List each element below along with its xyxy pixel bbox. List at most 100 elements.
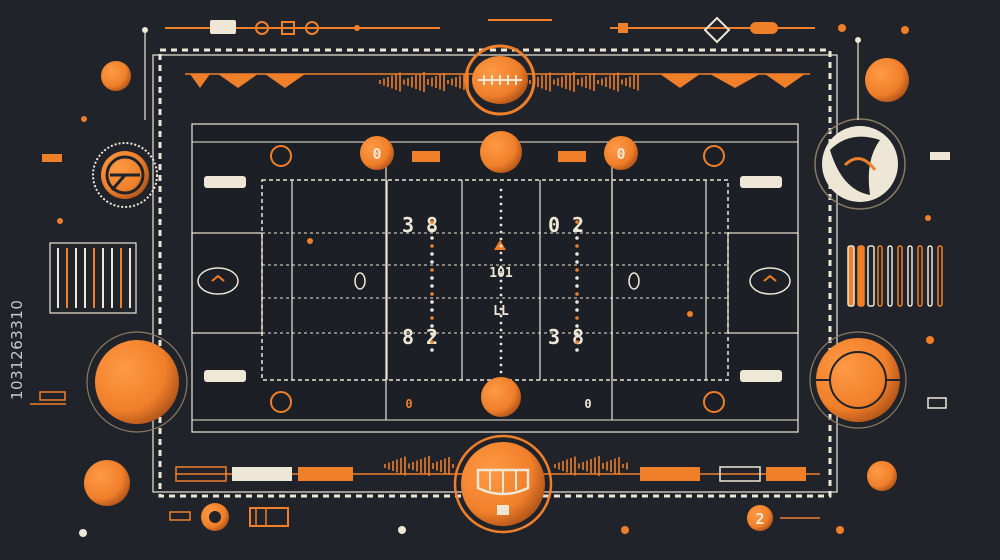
field-dot: [430, 348, 434, 352]
field-dot: [499, 258, 503, 262]
field-dot: [430, 228, 434, 232]
bar: [927, 245, 933, 307]
field-dot: [499, 251, 503, 255]
field-dot: [430, 276, 434, 280]
field-dot: [430, 260, 434, 264]
field-dot: [430, 332, 434, 336]
badge-right: 0: [604, 136, 638, 170]
badge-lower-right: 2: [755, 510, 764, 528]
field-dot: [499, 195, 503, 199]
score-left-top: 3 8: [402, 213, 438, 237]
field-dot: [575, 332, 579, 336]
score-center-bottom: LL: [493, 304, 509, 319]
helmet-icon: [814, 118, 906, 210]
bar: [857, 245, 865, 307]
scoreboard-icon: [809, 331, 907, 429]
bar: [867, 245, 875, 307]
field-dot: [575, 268, 579, 272]
bar: [897, 245, 903, 307]
field-dot: [575, 220, 579, 224]
field-dot: [430, 316, 434, 320]
field-dot: [499, 293, 503, 297]
field-dot: [499, 265, 503, 269]
field-dot: [499, 363, 503, 367]
field-dot: [499, 335, 503, 339]
bar: [907, 245, 913, 307]
badge-left: 0: [360, 136, 394, 170]
field-dot: [430, 324, 434, 328]
field-dot: [499, 286, 503, 290]
field-dot: [430, 236, 434, 240]
dot-columns: [430, 188, 579, 374]
watermark-id: 1031263310: [8, 299, 26, 400]
field-dot: [499, 188, 503, 192]
orange-orb: [865, 58, 909, 102]
field-dot: [499, 321, 503, 325]
field-dot: [499, 307, 503, 311]
field-dot: [575, 300, 579, 304]
orange-orb: [84, 460, 130, 506]
field-dot: [575, 252, 579, 256]
badge-bottom-left: 0: [405, 397, 412, 411]
field-dot: [499, 223, 503, 227]
field-dot: [499, 300, 503, 304]
field-dot: [575, 340, 579, 344]
field-dot: [499, 272, 503, 276]
field-dot: [430, 284, 434, 288]
badge-right-value: 0: [616, 145, 625, 163]
field-dot: [499, 216, 503, 220]
field-dot: [575, 228, 579, 232]
bar: [847, 245, 855, 307]
field-dot: [575, 236, 579, 240]
yard-lines: [262, 160, 728, 420]
field-dot: [575, 244, 579, 248]
field-dot: [499, 202, 503, 206]
orange-orb: [95, 340, 179, 424]
field-dot: [499, 356, 503, 360]
field-dot: [499, 209, 503, 213]
field-dot: [499, 349, 503, 353]
score-right-top: 0 2: [548, 213, 584, 237]
bar: [887, 245, 893, 307]
field-dot: [575, 292, 579, 296]
right-misc: [855, 26, 950, 491]
field-dot: [499, 244, 503, 248]
field-dot: [575, 308, 579, 312]
field-dot: [575, 316, 579, 320]
orange-orb: [101, 61, 131, 91]
badge-left-value: 0: [372, 145, 381, 163]
bar-graph-right: [847, 245, 943, 307]
left-misc: [30, 27, 148, 537]
field-dot: [499, 342, 503, 346]
waveform-bottom: [384, 456, 628, 476]
helmet-icon: [453, 434, 553, 534]
score-right-bottom: 3 8: [548, 325, 584, 349]
bar-frame: [49, 242, 137, 314]
field-dot: [430, 252, 434, 256]
field-dot: [499, 237, 503, 241]
field-dot: [430, 292, 434, 296]
bottom-misc: 2: [169, 503, 844, 534]
field-dot: [430, 244, 434, 248]
badge-bottom-right: 0: [584, 397, 591, 411]
field-dot: [430, 340, 434, 344]
field-dot: [499, 279, 503, 283]
field-dot: [499, 328, 503, 332]
radar-dial-icon: [92, 142, 158, 208]
bar-graph-left: [49, 242, 137, 314]
field-dot: [575, 260, 579, 264]
field-dot: [575, 348, 579, 352]
field-dot: [499, 314, 503, 318]
field-markers: [204, 131, 782, 417]
field-dot: [575, 276, 579, 280]
field-dot: [575, 284, 579, 288]
field-dot: [575, 324, 579, 328]
score-left-bottom: 8 2: [402, 325, 438, 349]
field-dot: [430, 308, 434, 312]
bar: [917, 245, 923, 307]
field-dot: [430, 300, 434, 304]
top-decor-strip: [165, 16, 846, 44]
field-dot: [430, 268, 434, 272]
field-dot: [430, 220, 434, 224]
